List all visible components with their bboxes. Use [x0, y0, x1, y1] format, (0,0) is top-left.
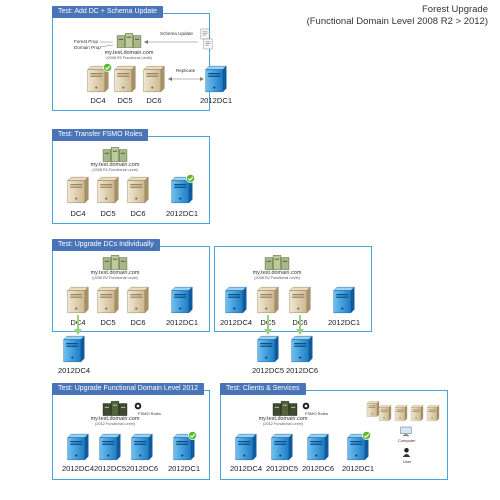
server-label-2012dc5: 2012DC5: [265, 464, 299, 473]
server-label-2012dc5: 2012DC5: [93, 464, 127, 473]
server-2012dc6: [130, 432, 154, 462]
server-2012dc6: [306, 432, 330, 462]
domain-icon: [116, 32, 142, 50]
panel-header: Test: Transfer FSMO Roles: [52, 129, 149, 141]
server-label-dc6: DC6: [146, 96, 162, 105]
diagram-subtitle: (Functional Domain Level 2008 R2 > 2012): [306, 16, 488, 27]
fsmo-roles-label: FSMO Roles: [138, 411, 161, 416]
panel-add-dc-schema-update: [52, 13, 210, 111]
panel-clients-services: [220, 390, 448, 480]
domain-label: my.test.domain.com (2012 Functional Leve…: [258, 416, 308, 426]
server-dc4: [66, 285, 90, 315]
server-label-2012dc4: 2012DC4: [229, 464, 263, 473]
computer-icon: [400, 426, 412, 437]
server-label-2012dc4: 2012DC4: [219, 318, 253, 327]
server-2012dc5: [270, 432, 294, 462]
server-label-2012dc1: 2012DC1: [165, 318, 199, 327]
server-2012dc4: [66, 432, 90, 462]
check-icon: [186, 174, 195, 183]
replicate-arrow: [168, 77, 204, 81]
upgrade-arrow: [296, 315, 304, 335]
server-2012dc1: [170, 285, 194, 315]
server-label-2012dc6: 2012DC6: [301, 464, 335, 473]
user-icon: [402, 447, 411, 458]
domain-prop-label: Domain Prop: [74, 45, 101, 50]
diagram-title: Forest Upgrade: [421, 4, 488, 15]
server-2012dc5: [98, 432, 122, 462]
server-label-2012dc1: 2012DC1: [167, 464, 201, 473]
fsmo-roles-label: FSMO Roles: [305, 411, 328, 416]
service-server-icon: [378, 404, 392, 422]
server-label-2012dc1: 2012DC1: [341, 464, 375, 473]
server-dc5: [96, 285, 120, 315]
upgrade-arrow: [264, 315, 272, 335]
panel-header: Test: Upgrade Functional Domain Level 20…: [52, 383, 205, 395]
panel-header: Test: Add DC + Schema Update: [52, 6, 164, 18]
server-2012dc4-new: [62, 334, 86, 364]
user-label: User: [403, 459, 412, 464]
domain-label: my.test.domain.com (2012 Functional Leve…: [90, 416, 140, 426]
forest-prop-label: Forest Prop: [74, 39, 98, 44]
prop-connector: [100, 41, 114, 48]
server-2012dc4: [224, 285, 248, 315]
server-label-2012dc1: 2012DC1: [165, 209, 199, 218]
check-icon: [103, 63, 112, 72]
server-label-dc5: DC5: [100, 209, 116, 218]
server-dc4: [66, 175, 90, 205]
server-dc5: [113, 64, 137, 94]
replicate-label: Replicate: [176, 68, 196, 73]
server-2012dc5-new: [256, 334, 280, 364]
server-dc5: [256, 285, 280, 315]
server-label-2012dc1: 2012DC1: [327, 318, 361, 327]
domain-label: my.test.domain.com (2008 R2 Functional L…: [90, 270, 140, 280]
server-2012dc1: [332, 285, 356, 315]
server-label-dc5: DC5: [117, 96, 133, 105]
fsmo-roles-icon: [302, 402, 310, 410]
server-2012dc6-new: [290, 334, 314, 364]
schema-update-arrow: [144, 40, 198, 44]
server-label-dc4: DC4: [70, 209, 86, 218]
upgrade-arrow: [74, 315, 82, 335]
server-label-2012dc4: 2012DC4: [57, 366, 91, 375]
server-label-dc4: DC4: [90, 96, 106, 105]
fsmo-roles-icon: [134, 402, 142, 410]
server-label-2012dc5: 2012DC5: [251, 366, 285, 375]
service-server-icon: [410, 404, 424, 422]
domain-label: my.test.domain.com (2008 R2 Functional L…: [252, 270, 302, 280]
server-label-2012dc6: 2012DC6: [285, 366, 319, 375]
server-label-2012dc1: 2012DC1: [199, 96, 233, 105]
server-label-2012dc4: 2012DC4: [61, 464, 95, 473]
document-icon: [203, 38, 213, 50]
check-icon: [188, 431, 197, 440]
server-dc6: [126, 285, 150, 315]
computer-label: Computer: [398, 438, 416, 443]
server-2012dc1: [204, 64, 228, 94]
server-2012dc4: [234, 432, 258, 462]
server-dc6: [142, 64, 166, 94]
server-label-dc6: DC6: [130, 209, 146, 218]
server-label-dc6: DC6: [130, 318, 146, 327]
server-label-dc5: DC5: [100, 318, 116, 327]
panel-header: Test: Clients & Services: [220, 383, 306, 395]
service-server-icon: [426, 404, 440, 422]
domain-label: my.test.domain.com (2008 R2 Functional L…: [104, 50, 154, 60]
server-dc6: [126, 175, 150, 205]
server-dc5: [96, 175, 120, 205]
domain-label: my.test.domain.com (2008 R2 Functional L…: [90, 162, 140, 172]
service-server-icon: [394, 404, 408, 422]
panel-header: Test: Upgrade DCs Individually: [52, 239, 160, 251]
schema-update-label: Schema Update: [160, 31, 193, 36]
server-dc6: [288, 285, 312, 315]
check-icon: [362, 431, 371, 440]
server-label-2012dc6: 2012DC6: [125, 464, 159, 473]
